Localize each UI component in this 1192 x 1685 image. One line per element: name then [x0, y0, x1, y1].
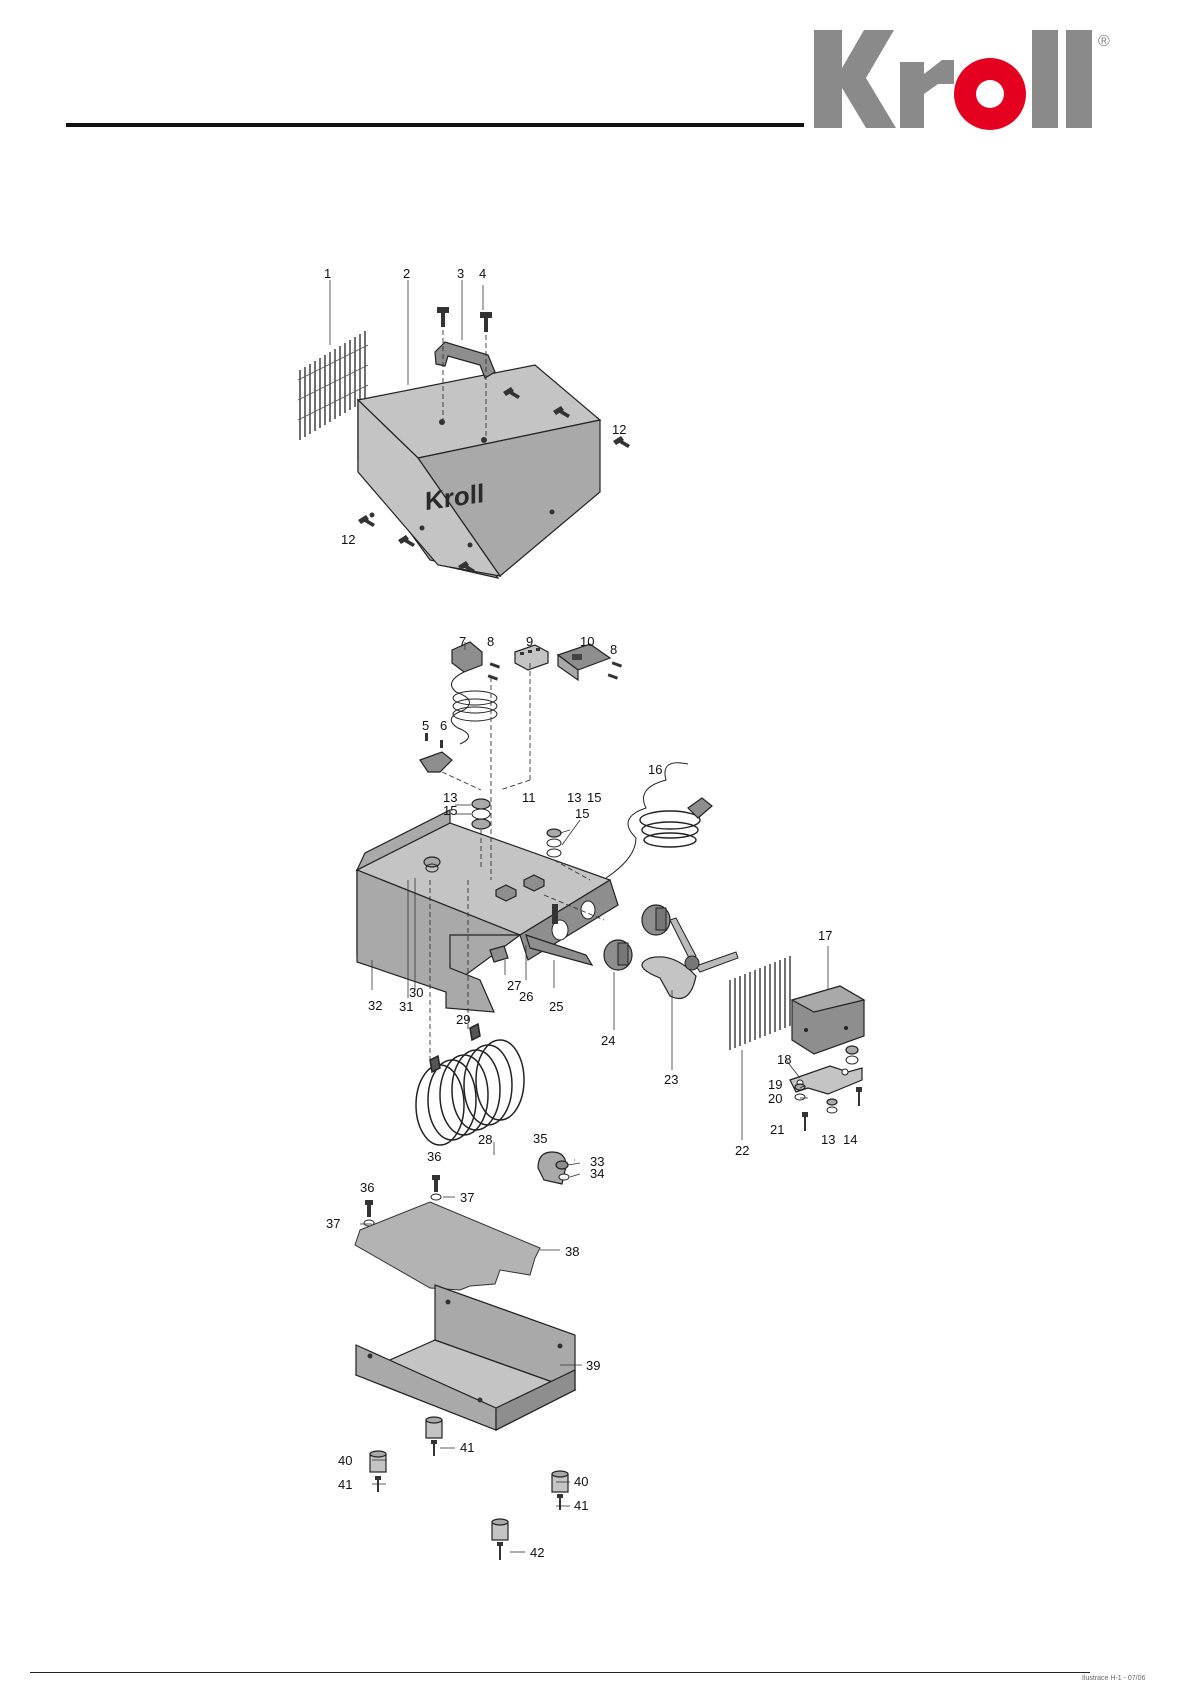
part-label-14: 14 [843, 1132, 857, 1147]
part-label-40-left: 40 [338, 1453, 352, 1468]
part-label-12-top: 12 [612, 422, 626, 437]
part-label-19: 19 [768, 1077, 782, 1092]
part-label-16: 16 [648, 762, 662, 777]
fan-motor [792, 986, 864, 1054]
footer-rule [30, 1672, 1090, 1673]
part-label-6: 6 [440, 718, 447, 733]
part-label-2: 2 [403, 266, 410, 281]
chassis [357, 810, 618, 1012]
part-label-17: 17 [818, 928, 832, 943]
part-label-8-left: 8 [487, 634, 494, 649]
heating-coil [416, 1024, 524, 1145]
part-label-9: 9 [526, 634, 533, 649]
part-label-21: 21 [770, 1122, 784, 1137]
part-label-8-right: 8 [610, 642, 617, 657]
part-label-25: 25 [549, 999, 563, 1014]
part-label-4: 4 [479, 266, 486, 281]
part-label-32: 32 [368, 998, 382, 1013]
part-label-5: 5 [422, 718, 429, 733]
part-label-36-right: 36 [427, 1149, 441, 1164]
part-label-13-mid: 13 [567, 790, 581, 805]
part-label-31: 31 [399, 999, 413, 1014]
part-label-22: 22 [735, 1143, 749, 1158]
part-label-39: 39 [586, 1358, 600, 1373]
control-board [558, 644, 610, 680]
part-label-24: 24 [601, 1033, 615, 1048]
cable-clamp [538, 1152, 569, 1184]
part-label-34: 34 [590, 1166, 604, 1181]
part-label-40-right: 40 [574, 1474, 588, 1489]
part-label-7: 7 [459, 634, 466, 649]
side-grille [730, 956, 790, 1050]
thermostat [451, 642, 497, 744]
part-label-28: 28 [478, 1132, 492, 1147]
sensor-bracket [420, 733, 452, 772]
footer-doc-code: Ilustrace H-1 - 07/06 [1082, 1675, 1145, 1682]
part-label-41-right: 41 [574, 1498, 588, 1513]
part-label-23: 23 [664, 1072, 678, 1087]
part-label-1: 1 [324, 266, 331, 281]
part-label-11: 11 [522, 790, 536, 805]
part-label-41-left: 41 [338, 1477, 352, 1492]
part-label-37-left: 37 [326, 1216, 340, 1231]
part-label-36-left: 36 [360, 1180, 374, 1195]
part-label-10: 10 [580, 634, 594, 649]
part-label-3: 3 [457, 266, 464, 281]
top-cover: Kroll [358, 365, 600, 578]
insulation-plate [355, 1202, 540, 1290]
part-label-41-center: 41 [460, 1440, 474, 1455]
part-label-35: 35 [533, 1131, 547, 1146]
motor-bracket [790, 1046, 862, 1131]
base-tray [356, 1285, 575, 1430]
part-label-42: 42 [530, 1545, 544, 1560]
part-label-12-bottom: 12 [341, 532, 355, 547]
part-label-18: 18 [777, 1052, 791, 1067]
part-label-29: 29 [456, 1012, 470, 1027]
rubber-feet [370, 1417, 568, 1560]
part-label-30: 30 [409, 985, 423, 1000]
power-cord [606, 763, 712, 878]
part-label-15-lower: 15 [575, 806, 589, 821]
part-label-26: 26 [519, 989, 533, 1004]
part-label-13-right: 13 [821, 1132, 835, 1147]
part-label-20: 20 [768, 1091, 782, 1106]
part-label-15-mid: 15 [587, 790, 601, 805]
part-label-38: 38 [565, 1244, 579, 1259]
part-label-15-left: 15 [443, 803, 457, 818]
part-label-37-right: 37 [460, 1190, 474, 1205]
small-screws [488, 661, 622, 680]
